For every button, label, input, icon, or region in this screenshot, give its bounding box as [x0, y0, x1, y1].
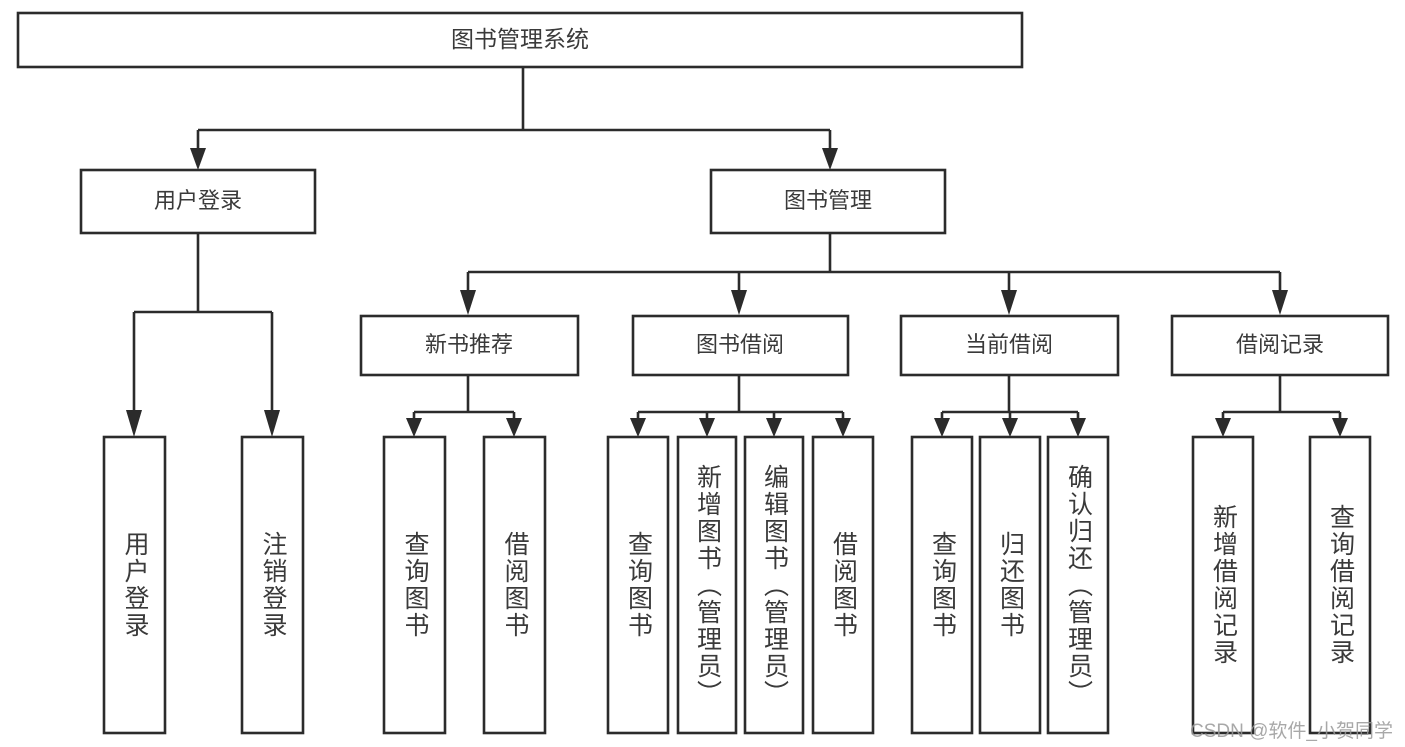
node-box-leaf-br-add-record[interactable]: [1191, 435, 1255, 735]
node-box-user-login[interactable]: [79, 168, 317, 235]
arrowhead-br-add-record: [1215, 418, 1231, 437]
node-box-leaf-logout[interactable]: [240, 435, 305, 735]
arrowhead-cb-confirm-return: [1070, 418, 1086, 437]
node-box-book-manage[interactable]: [709, 168, 947, 235]
arrowhead-leaf-logout: [264, 410, 280, 437]
node-box-leaf-bb-add-book[interactable]: [676, 435, 738, 735]
arrowhead-bb-edit-book: [766, 418, 782, 437]
node-label-root: 图书管理系统: [451, 26, 589, 52]
arrowhead-bb-add-book: [699, 418, 715, 437]
node-box-root[interactable]: [16, 11, 1024, 69]
node-box-current-borrow[interactable]: [899, 314, 1120, 377]
node-box-book-borrow[interactable]: [631, 314, 850, 377]
connector-group: [126, 67, 1348, 437]
arrowhead-bb-borrow-book: [835, 418, 851, 437]
arrowhead-book-borrow: [731, 290, 747, 315]
node-box-leaf-bb-edit-book[interactable]: [743, 435, 805, 735]
arrowhead-br-query-record: [1332, 418, 1348, 437]
node-box-leaf-cb-return-book[interactable]: [978, 435, 1042, 735]
node-box-new-book-recommend[interactable]: [359, 314, 580, 377]
node-label-new-book-recommend: 新书推荐: [425, 332, 513, 357]
node-label-borrow-record: 借阅记录: [1236, 332, 1324, 357]
arrowhead-cb-query-book: [934, 418, 950, 437]
arrowhead-bb-query-book: [630, 418, 646, 437]
arrowhead-cb-return-book: [1002, 418, 1018, 437]
node-label-user-login: 用户登录: [154, 188, 242, 213]
node-box-leaf-bb-borrow-book[interactable]: [811, 435, 875, 735]
arrowhead-book-manage: [822, 148, 838, 170]
node-label-book-manage: 图书管理: [784, 188, 872, 213]
csdn-watermark: CSDN @软件_小贺同学: [1190, 721, 1393, 742]
node-box-leaf-nb-query-book[interactable]: [382, 435, 447, 735]
node-box-leaf-cb-confirm-return[interactable]: [1046, 435, 1110, 735]
node-box-leaf-nb-borrow-book[interactable]: [482, 435, 547, 735]
node-box-borrow-record[interactable]: [1170, 314, 1390, 377]
node-box-leaf-cb-query-book[interactable]: [910, 435, 974, 735]
arrowhead-nb-query-book: [406, 418, 422, 437]
arrowhead-user-login: [190, 148, 206, 170]
node-box-leaf-br-query-record[interactable]: [1308, 435, 1372, 735]
arrowhead-current-borrow: [1001, 290, 1017, 315]
arrowhead-new-book: [460, 290, 476, 315]
arrowhead-borrow-record: [1272, 290, 1288, 315]
node-label-book-borrow: 图书借阅: [696, 332, 784, 357]
arrowhead-nb-borrow-book: [506, 418, 522, 437]
node-label-current-borrow: 当前借阅: [965, 332, 1053, 357]
node-box-leaf-bb-query-book[interactable]: [606, 435, 670, 735]
node-box-leaf-user-login[interactable]: [102, 435, 167, 735]
arrowhead-leaf-user-login: [126, 410, 142, 437]
